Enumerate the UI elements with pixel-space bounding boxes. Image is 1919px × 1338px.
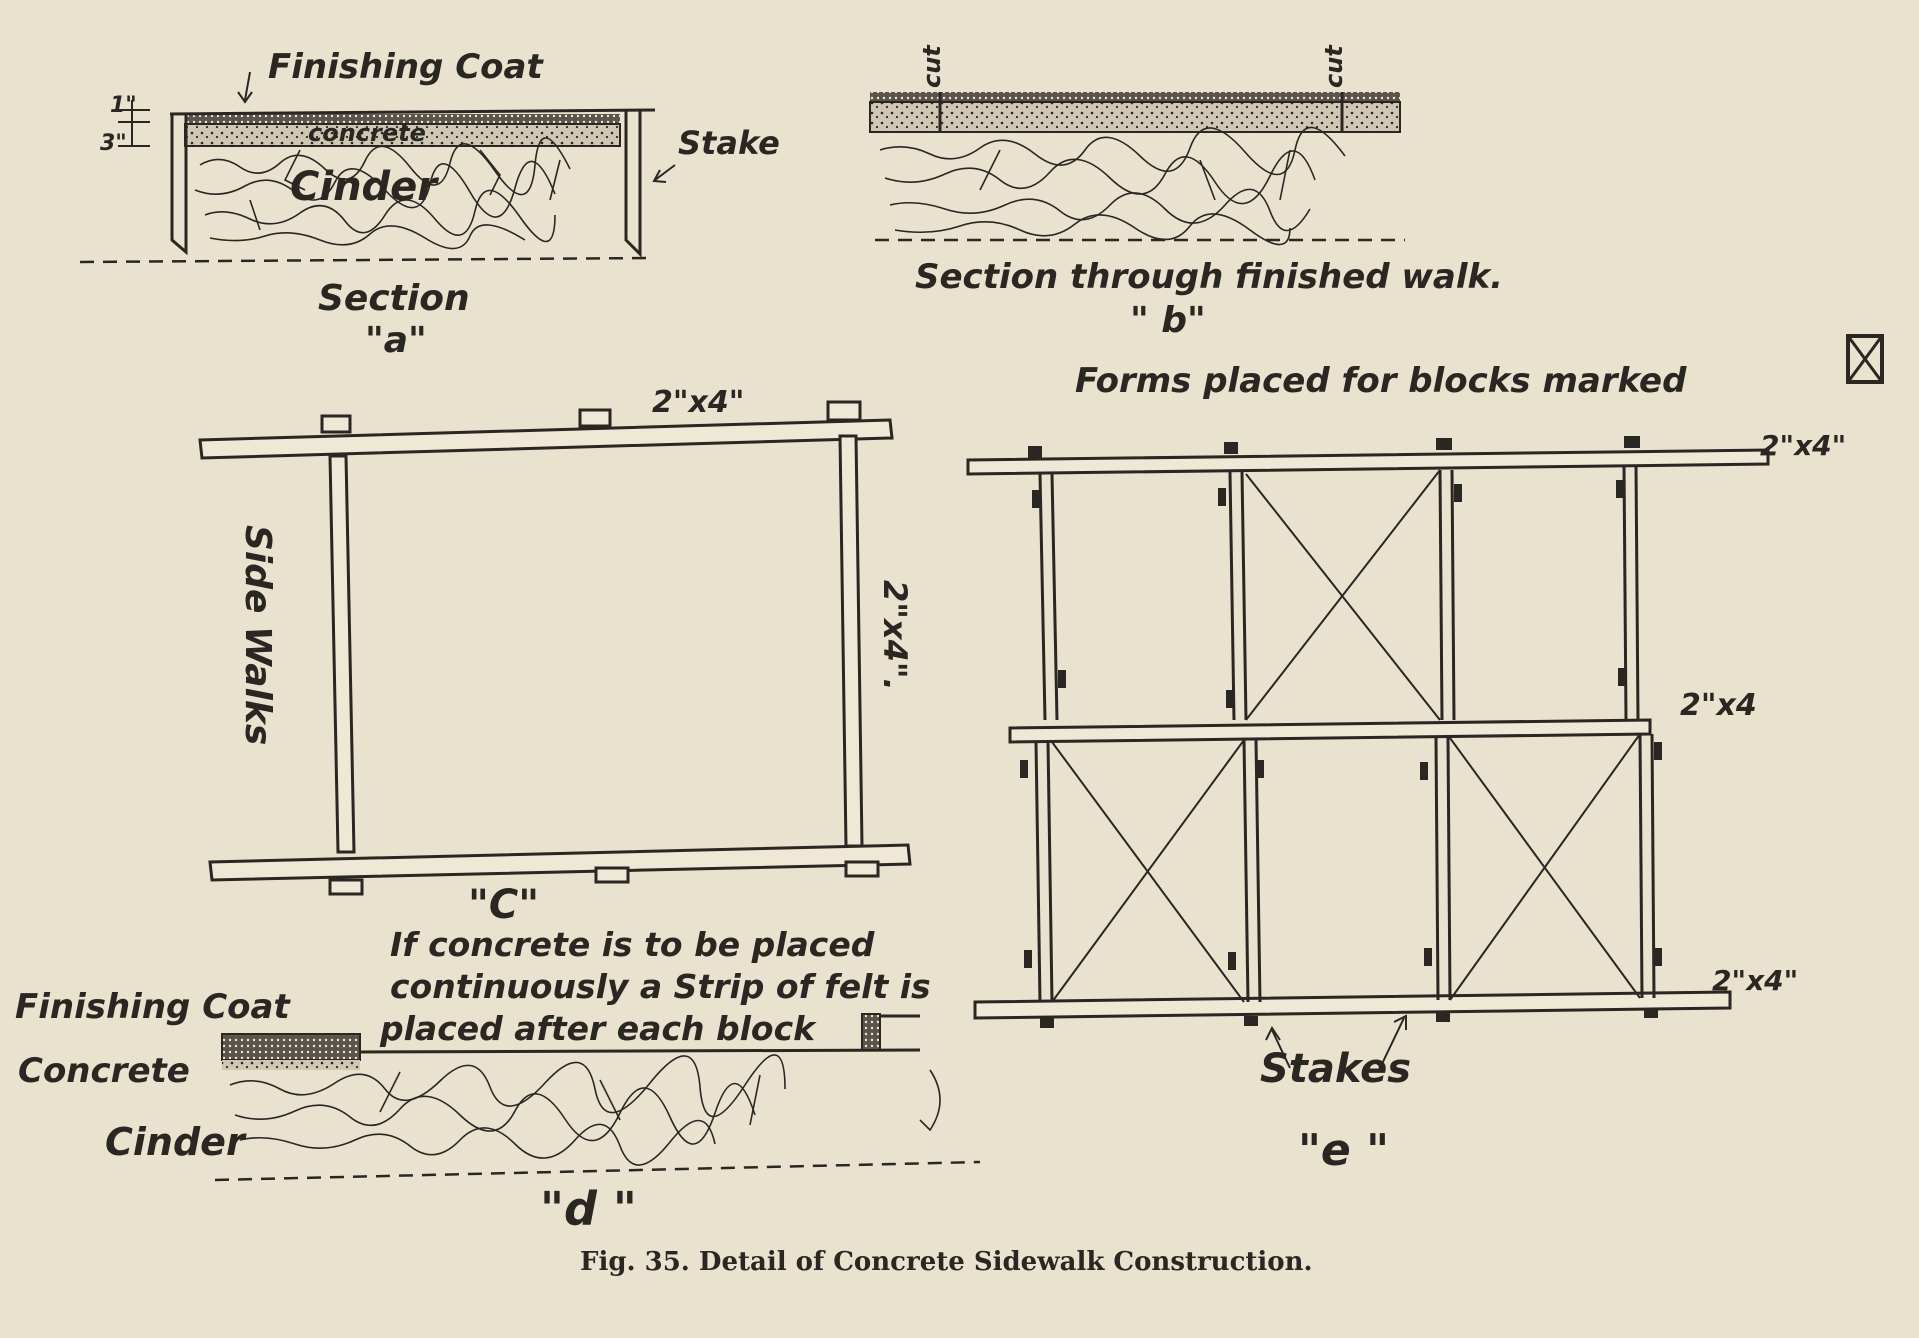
stake-block — [844, 860, 880, 878]
top-board-size: 2"x4" — [652, 385, 744, 420]
section-d: If concrete is to be placed continuously… — [15, 925, 981, 1236]
stakes-arrow — [1379, 1014, 1407, 1069]
cinder-fill — [194, 137, 571, 250]
finishing-coat-label: Finishing Coat — [268, 47, 544, 87]
upper-vertical — [1622, 465, 1640, 721]
stake-tabs — [1020, 436, 1662, 1028]
finishing-coat-label-d: Finishing Coat — [15, 987, 291, 1027]
stakes-label: Stakes — [1260, 1046, 1411, 1092]
upper-vertical — [1038, 473, 1059, 721]
cut-joints — [938, 92, 1344, 132]
finishing-coat-block-d — [221, 1033, 361, 1061]
form-c-letter: "C" — [468, 882, 539, 928]
bottom-board — [208, 843, 912, 882]
felt-note-line2: continuously a Strip of felt is — [390, 967, 931, 1006]
right-board — [838, 434, 864, 848]
x-marked-block — [1245, 469, 1441, 721]
side-walks-label: Side Walks — [237, 525, 278, 745]
lower-vertical — [1434, 737, 1452, 1001]
dimension-marks — [118, 100, 150, 147]
section-b: cut cut Section through finished walk. "… — [869, 44, 1503, 341]
form-e-letter: "e " — [1298, 1125, 1389, 1176]
lower-vertical — [1638, 733, 1656, 999]
top-board-size-e: 2"x4" — [1760, 429, 1846, 462]
left-stake — [170, 114, 188, 256]
cinder-fill-d — [229, 1054, 941, 1166]
section-a-title: Section — [318, 278, 470, 319]
felt-strip — [861, 1013, 881, 1051]
felt-note-line3: placed after each block — [379, 1009, 817, 1048]
concrete-label-d: Concrete — [18, 1051, 190, 1091]
felt-note-line1: If concrete is to be placed — [390, 925, 875, 964]
cinder-label-d: Cinder — [105, 1120, 247, 1164]
section-d-letter: "d " — [540, 1182, 637, 1236]
stake-block — [328, 878, 364, 896]
figure-caption: Fig. 35. Detail of Concrete Sidewalk Con… — [580, 1247, 1313, 1277]
right-board-size: 2"x4". — [876, 580, 914, 691]
form-c: 2"x4" 2"x4". Side Walks "C" — [198, 385, 914, 928]
right-stake — [624, 110, 642, 258]
cut-label-right: cut — [1320, 44, 1348, 88]
finishing-coat-layer-b — [870, 92, 1400, 102]
cinder-label: Cinder — [290, 164, 439, 210]
upper-vertical — [1438, 469, 1456, 721]
finishing-coat-layer — [185, 114, 620, 124]
left-board — [328, 454, 356, 854]
bottom-board-size-e: 2"x4" — [1712, 964, 1798, 997]
stakes-arrow — [1265, 1026, 1291, 1069]
x-marked-block — [1051, 739, 1245, 1003]
finishing-coat-arrow — [237, 71, 253, 104]
section-a: 1" 3" Finishing Coat concrete Cinder Sta… — [79, 47, 780, 361]
grade-line — [169, 108, 656, 116]
top-board-e — [966, 448, 1770, 476]
dim-3-inch: 3" — [100, 131, 127, 156]
top-board — [198, 418, 894, 460]
forms-note: Forms placed for blocks marked — [1075, 361, 1687, 401]
lower-vertical — [1034, 741, 1054, 1003]
stake-block — [578, 408, 612, 428]
cut-label-left: cut — [918, 44, 946, 88]
mid-board-size-e: 2"x4 — [1680, 688, 1757, 723]
stake-block — [826, 400, 862, 422]
cinder-fill-b — [879, 126, 1346, 246]
concrete-top-line-d — [359, 1048, 921, 1054]
subgrade-line-d — [214, 1160, 981, 1182]
stake-arrow — [652, 164, 676, 183]
stake-label: Stake — [678, 124, 780, 162]
concrete-block-d — [222, 1060, 360, 1070]
section-a-letter: "a" — [365, 320, 427, 361]
middle-board-e — [1008, 718, 1652, 744]
concrete-layer-b — [869, 101, 1401, 133]
section-b-letter: " b" — [1130, 300, 1206, 341]
stake-block — [320, 414, 352, 434]
stake-block — [594, 866, 630, 884]
dim-1-inch: 1" — [110, 93, 137, 118]
upper-vertical — [1228, 471, 1248, 721]
section-b-title: Section through finished walk. — [915, 257, 1503, 297]
form-e: Forms placed for blocks marked — [966, 334, 1884, 1176]
x-box-icon — [1846, 334, 1884, 384]
subgrade-line — [79, 256, 651, 264]
lower-vertical — [1242, 739, 1262, 1003]
bottom-board-e — [973, 990, 1732, 1020]
concrete-label: concrete — [308, 119, 426, 147]
x-marked-block — [1449, 733, 1641, 1001]
